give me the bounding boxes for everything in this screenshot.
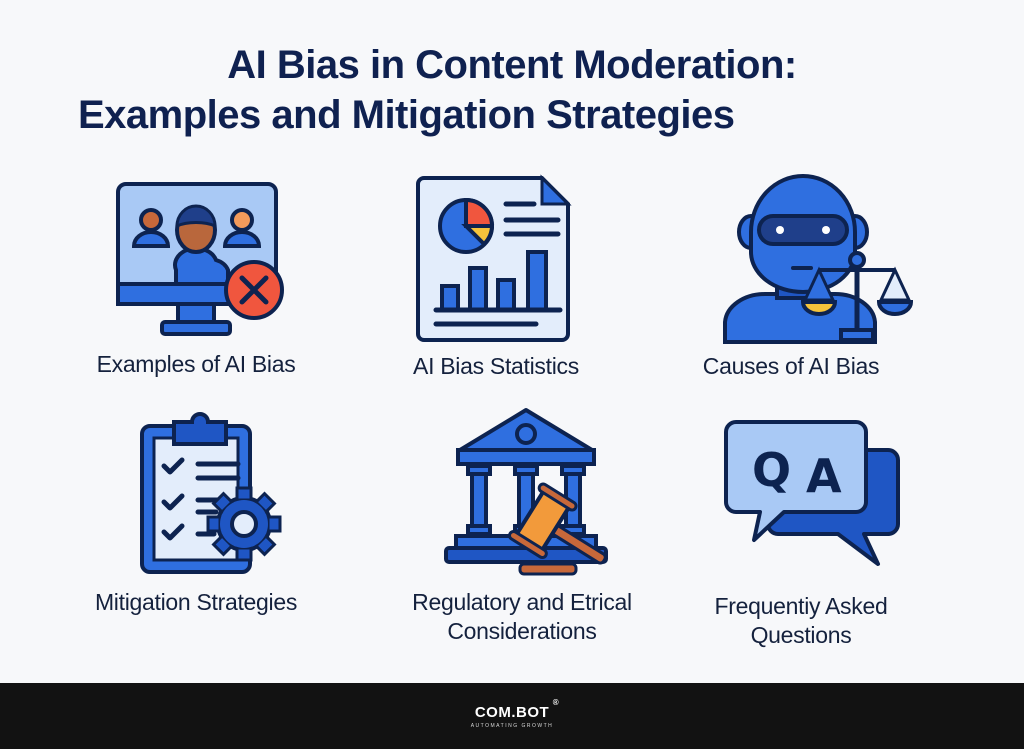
courthouse-gavel-icon [444, 408, 608, 576]
qa-chat-icon: Q A [724, 420, 900, 566]
card-regulatory: Regulatory and Etrical Considerations [380, 404, 680, 646]
report-chart-icon [416, 174, 572, 342]
card-causes: Causes of AI Bias [662, 172, 962, 381]
label-faq-line-2: Questions [750, 622, 852, 648]
label-faq: Frequentiy Asked Questions [640, 592, 962, 650]
title-line-1: AI Bias in Content Moderation: [227, 43, 797, 87]
card-examples: Examples of AI Bias [46, 180, 346, 379]
clipboard-gear-icon [140, 412, 282, 574]
title-line-2: Examples and Mitigation Strategies [78, 93, 735, 137]
brand-logo: COM.BOT® [474, 698, 559, 721]
svg-text:Q: Q [752, 443, 791, 497]
label-causes: Causes of AI Bias [702, 353, 880, 379]
label-regulatory: Regulatory and Etrical Considerations [364, 588, 680, 646]
label-regulatory-line-2: Considerations [447, 618, 597, 644]
label-mitigation: Mitigation Strategies [94, 589, 298, 615]
brand-tagline: AUTOMATING GROWTH [470, 722, 554, 729]
monitor-user-rejected-icon [116, 182, 284, 336]
label-statistics: AI Bias Statistics [413, 353, 579, 379]
card-statistics: AI Bias Statistics [346, 174, 646, 381]
footer: COM.BOT® AUTOMATING GROWTH [0, 683, 1024, 749]
registered-mark: ® [552, 697, 560, 707]
svg-text:A: A [806, 449, 842, 503]
label-examples: Examples of AI Bias [96, 351, 296, 377]
label-faq-line-1: Frequentiy Asked [714, 593, 888, 619]
card-faq: Q A Frequentiy Asked Questions [662, 416, 962, 650]
robot-scales-icon [723, 174, 914, 344]
page-title: AI Bias in Content Moderation: Examples … [0, 40, 1024, 140]
brand-name: COM.BOT [474, 703, 550, 721]
card-mitigation: Mitigation Strategies [56, 404, 356, 617]
label-regulatory-line-1: Regulatory and Etrical [412, 589, 632, 615]
